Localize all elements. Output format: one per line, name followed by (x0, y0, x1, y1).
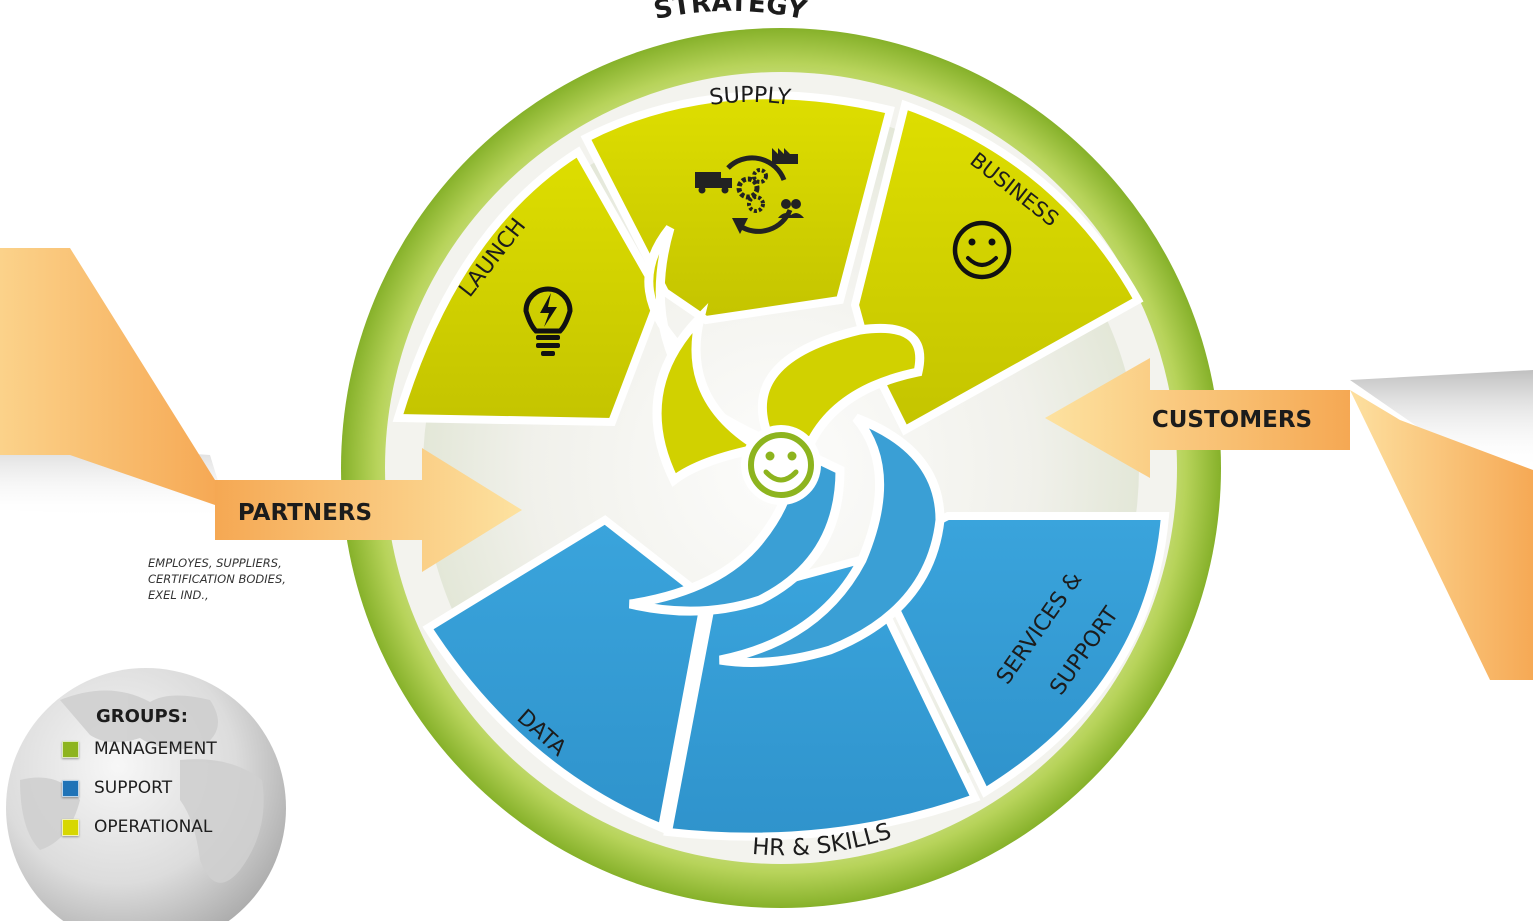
operational-segments (392, 91, 1144, 436)
legend-swatch-management (62, 740, 79, 758)
legend-item-management: MANAGEMENT (62, 739, 282, 759)
segment-data (422, 515, 710, 834)
partners-caption-line: EMPLOYES, SUPPLIERS, (148, 556, 282, 570)
customers-ribbon (1350, 370, 1533, 680)
customers-arrow: CUSTOMERS (1045, 358, 1350, 478)
legend-swatch-support (62, 779, 79, 797)
legend-label: OPERATIONAL (94, 817, 213, 837)
support-segments (422, 512, 1170, 841)
partners-caption: EMPLOYES, SUPPLIERS, CERTIFICATION BODIE… (148, 555, 368, 603)
globe-background (6, 668, 286, 921)
partners-label: PARTNERS (238, 500, 372, 526)
legend-item-operational: OPERATIONAL (62, 817, 282, 837)
segment-launch (392, 146, 665, 427)
segment-label-supply: SUPPLY (708, 83, 793, 111)
supply-chain-icon (695, 148, 804, 234)
partners-ribbon (0, 248, 230, 520)
central-swirl (628, 225, 945, 667)
groups-legend: GROUPS: MANAGEMENT SUPPORT OPERATIONAL (62, 706, 282, 856)
center-smiley-icon (748, 432, 814, 498)
segment-business (850, 99, 1144, 436)
business-smiley-icon (952, 220, 1012, 280)
legend-label: MANAGEMENT (94, 739, 217, 759)
segment-hr (663, 555, 981, 841)
customers-label: CUSTOMERS (1152, 407, 1312, 433)
legend-title: GROUPS: (96, 706, 188, 727)
segment-services (864, 512, 1170, 798)
partners-caption-line: EXEL IND., (148, 588, 209, 602)
strategy-title: STRATEGY (651, 0, 810, 26)
partners-arrow: PARTNERS (215, 448, 522, 572)
legend-swatch-operational (62, 818, 79, 836)
legend-item-support: SUPPORT (62, 778, 282, 798)
lightbulb-icon (523, 286, 573, 356)
legend-label: SUPPORT (94, 778, 173, 798)
partners-caption-line: CERTIFICATION BODIES, (148, 572, 286, 586)
